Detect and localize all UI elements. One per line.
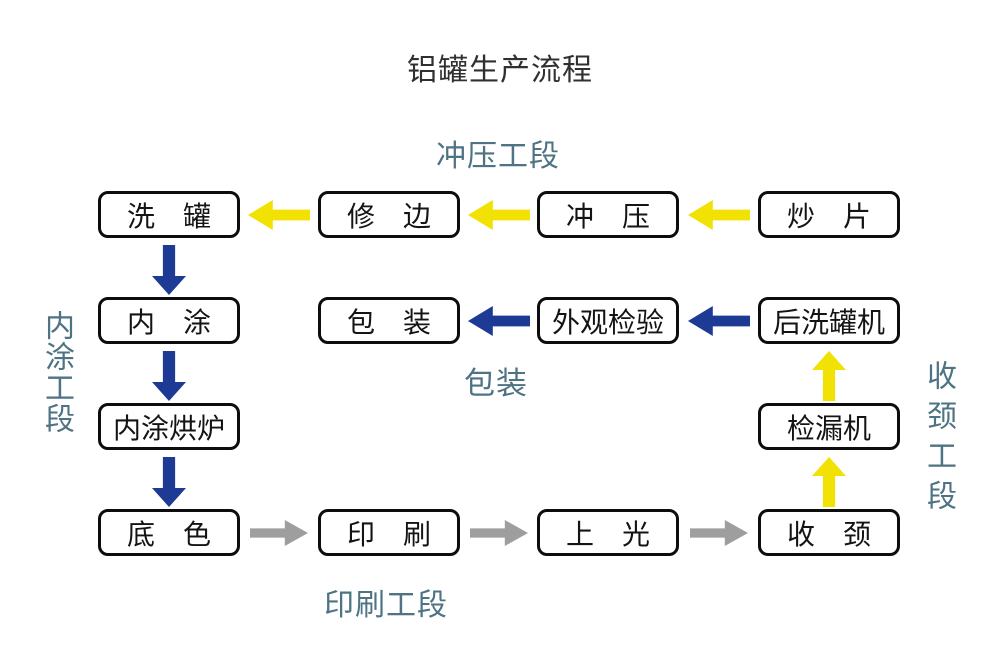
arrow-inspection-to-packaging-icon (468, 306, 530, 336)
arrow-printing-to-varnishing-icon (470, 520, 528, 546)
arrow-inner-coating-to-oven-icon (152, 351, 186, 401)
section-label-packaging: 包装 (464, 366, 528, 401)
arrow-oven-to-base-coat-icon (152, 457, 186, 507)
arrow-postwash-to-inspection-icon (688, 306, 750, 336)
process-box-printing: 印 刷 (318, 509, 460, 556)
process-box-visual-inspection: 外观检验 (537, 297, 679, 344)
process-box-varnishing: 上 光 (537, 509, 679, 556)
arrow-stamping-to-trimming-icon (468, 200, 530, 230)
process-box-wash-can: 洗 罐 (98, 191, 240, 238)
arrow-wash-to-inner-coating-icon (152, 245, 186, 295)
section-label-printing: 印刷工段 (324, 589, 448, 622)
process-box-inner-coating: 内 涂 (98, 297, 240, 344)
arrow-sheet-to-stamping-icon (688, 200, 750, 230)
arrow-base-coat-to-printing-icon (250, 520, 308, 546)
process-box-inner-coating-oven: 内涂烘炉 (98, 403, 240, 450)
process-box-stamping: 冲 压 (537, 191, 679, 238)
arrow-trimming-to-wash-icon (248, 200, 310, 230)
process-box-sheet-heating: 炒 片 (758, 191, 900, 238)
process-box-packaging: 包 装 (318, 297, 460, 344)
process-box-base-coat: 底 色 (98, 509, 240, 556)
section-label-stamping: 冲压工段 (436, 140, 560, 173)
process-box-trimming: 修 边 (318, 191, 460, 238)
section-label-necking: 收颈工段 (922, 360, 955, 520)
process-box-necking: 收 颈 (758, 509, 900, 556)
arrow-necking-to-leak-tester-icon (812, 457, 846, 507)
process-box-post-wash-machine: 后洗罐机 (758, 297, 900, 344)
section-label-inner-coating: 内涂工段 (40, 310, 73, 434)
process-box-leak-tester: 检漏机 (758, 403, 900, 450)
arrow-leak-tester-to-postwash-icon (812, 351, 846, 401)
arrow-varnishing-to-necking-icon (690, 520, 748, 546)
diagram-title: 铝罐生产流程 (407, 54, 593, 87)
